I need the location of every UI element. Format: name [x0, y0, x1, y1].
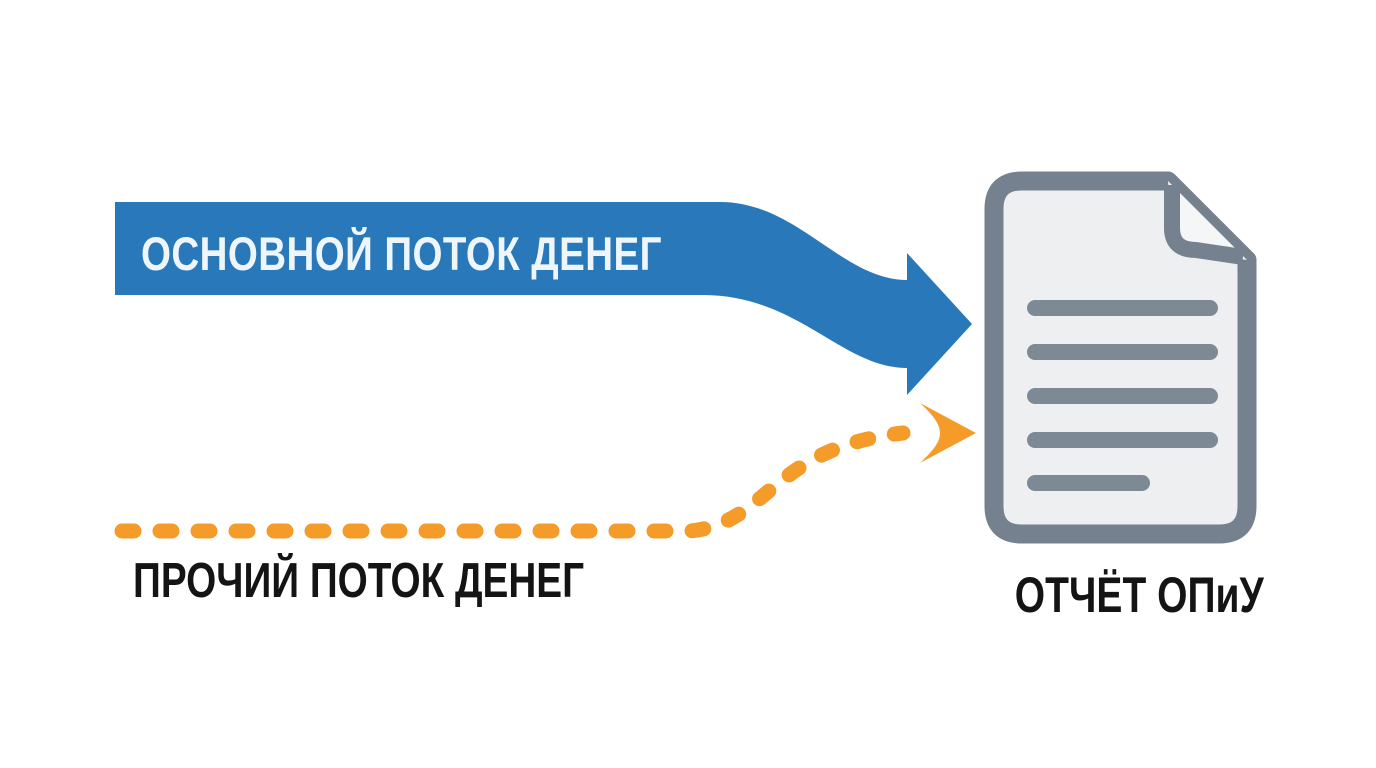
- document-icon: [984, 171, 1257, 544]
- main-flow-ribbon-arrow-icon: [115, 202, 972, 395]
- document-fold-fill: [1168, 181, 1247, 260]
- report-label: ОТЧЁТ ОПиУ: [1014, 567, 1264, 623]
- other-flow-dashed-line-icon: [114, 425, 911, 539]
- other-flow-label: ПРОЧИЙ ПОТОК ДЕНЕГ: [133, 554, 585, 608]
- main-flow-label: ОСНОВНОЙ ПОТОК ДЕНЕГ: [141, 227, 662, 280]
- document-fold-line-icon: [1164, 185, 1245, 265]
- other-flow-arrowhead-icon: [920, 403, 976, 463]
